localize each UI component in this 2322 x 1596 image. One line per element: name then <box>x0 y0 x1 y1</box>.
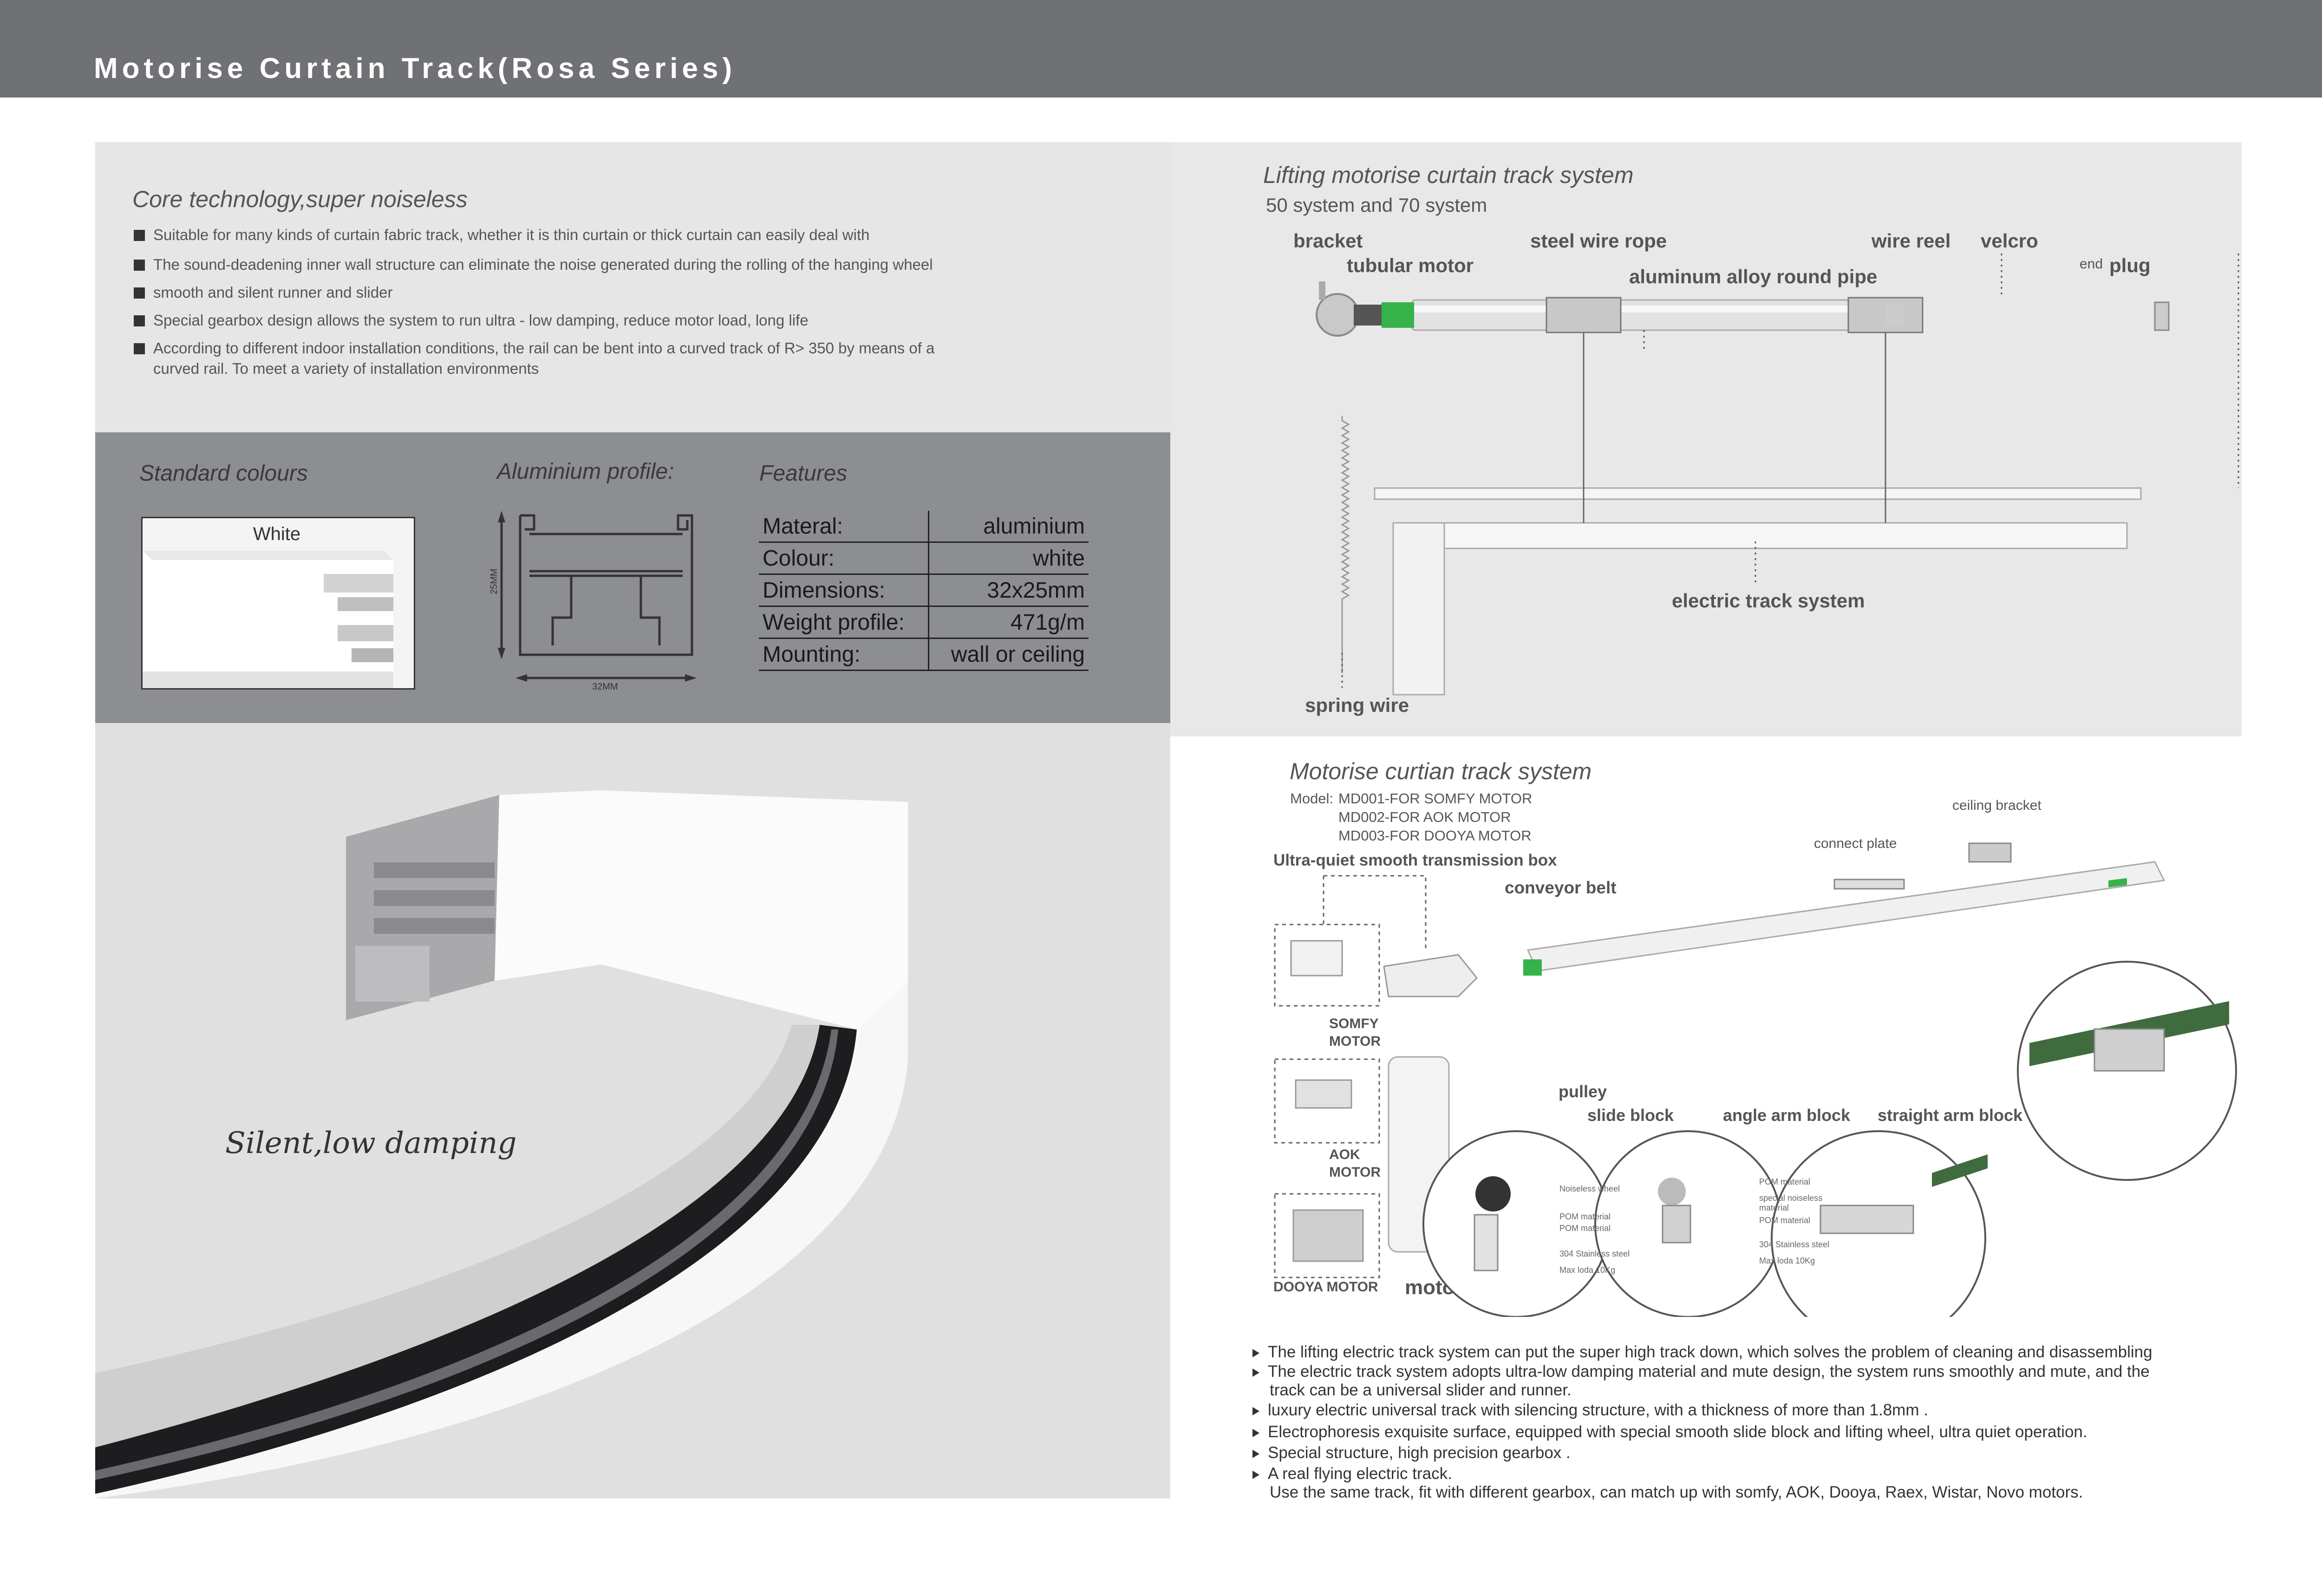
page-title: Motorise Curtain Track(Rosa Series) <box>94 52 737 85</box>
table-row: Weight profile:471g/m <box>759 606 1089 639</box>
profile-height-dimension: 25MM <box>489 568 499 594</box>
dimension-arrow-right <box>685 674 697 682</box>
label-spring-wire: spring wire <box>1305 694 1409 716</box>
callout-max-load: Max loda 10Kg <box>1759 1256 1815 1265</box>
label-somfy-motor: SOMFY MOTOR <box>1329 1016 1381 1049</box>
core-bullet: Suitable for many kinds of curtain fabri… <box>134 225 870 245</box>
core-technology-panel <box>95 142 1170 432</box>
colour-sample-box <box>141 517 415 690</box>
label-conveyor-belt: conveyor belt <box>1505 878 1617 897</box>
features-title: Features <box>759 461 848 486</box>
header-bar <box>0 0 2322 98</box>
model-md001: MD001-FOR SOMFY MOTOR <box>1338 790 1533 807</box>
label-dooya-motor: DOOYA MOTOR <box>1273 1279 1378 1295</box>
callout-pom-material: POM material <box>1559 1212 1611 1221</box>
white-profile-image <box>143 518 414 688</box>
note-item: luxury electric universal track with sil… <box>1252 1400 1928 1420</box>
label-pulley: pulley <box>1559 1082 1607 1101</box>
dimension-arrow-left <box>515 674 527 682</box>
lifting-subtitle: 50 system and 70 system <box>1266 194 1487 216</box>
label-angle-arm-block: angle arm block <box>1723 1106 1851 1125</box>
colour-sample-label: White <box>253 524 301 544</box>
note-item: Special structure, high precision gearbo… <box>1252 1443 1571 1463</box>
note-item: The electric track system adopts ultra-l… <box>1252 1361 2150 1382</box>
lifting-system-diagram <box>1316 254 2239 696</box>
core-bullet: smooth and silent runner and slider <box>134 282 392 303</box>
motorise-system-diagram <box>1274 842 2237 1317</box>
label-tubular-motor: tubular motor <box>1347 254 1474 276</box>
callout-pom-material: POM material <box>1759 1216 1811 1225</box>
callout-pom-material: POM material <box>1559 1224 1611 1233</box>
label-end: end <box>2080 256 2103 272</box>
note-item: A real flying electric track. <box>1252 1464 1452 1484</box>
core-bullet-continued: curved rail. To meet a variety of instal… <box>153 360 539 377</box>
callout-pom-material: POM material <box>1759 1177 1811 1186</box>
core-bullet: According to different indoor installati… <box>134 338 934 358</box>
model-md002: MD002-FOR AOK MOTOR <box>1338 809 1511 825</box>
curved-track-image <box>95 790 908 1498</box>
motorise-title: Motorise curtian track system <box>1290 758 1592 784</box>
dimension-arrow-down <box>498 648 505 659</box>
standard-colours-title: Standard colours <box>139 461 308 486</box>
render-caption: Silent,low damping <box>225 1126 517 1160</box>
dimension-arrow-up <box>498 511 505 522</box>
label-steel-wire-rope: steel wire rope <box>1530 230 1667 252</box>
note-item: Electrophoresis exquisite surface, equip… <box>1252 1422 2087 1442</box>
table-row: Materal:aluminium <box>759 511 1089 543</box>
curved-track-render <box>95 723 1170 1498</box>
callout-noiseless-wheel: Noiseless wheel <box>1559 1184 1620 1193</box>
aluminium-profile-title: Aluminium profile: <box>497 459 674 484</box>
lifting-title: Lifting motorise curtain track system <box>1263 162 1634 188</box>
label-bracket: bracket <box>1293 230 1363 252</box>
label-aluminum-pipe: aluminum alloy round pipe <box>1629 266 1878 287</box>
aluminium-profile-drawing: 25MM 32MM <box>489 511 697 692</box>
label-velcro: velcro <box>1981 230 2038 252</box>
core-bullet: Special gearbox design allows the system… <box>134 310 809 331</box>
label-plug: plug <box>2109 254 2151 276</box>
core-title: Core technology,super noiseless <box>132 186 468 212</box>
callout-max-load: Max loda 10Kg <box>1559 1265 1616 1275</box>
model-md003: MD003-FOR DOOYA MOTOR <box>1338 827 1532 844</box>
label-ceiling-bracket: ceiling bracket <box>1952 798 2042 813</box>
callout-noiseless-material: special noiseless material <box>1759 1193 1823 1212</box>
label-straight-arm-block: straight arm block <box>1878 1106 2023 1125</box>
label-aok-motor: AOK MOTOR <box>1329 1147 1381 1180</box>
profile-width-dimension: 32MM <box>592 682 618 692</box>
model-prefix: Model: <box>1290 790 1334 807</box>
features-table: Materal:aluminium Colour:white Dimension… <box>759 511 1089 671</box>
label-slide-block: slide block <box>1587 1106 1674 1125</box>
callout-stainless-steel: 304 Stainless steel <box>1559 1249 1630 1258</box>
note-item-continued: track can be a universal slider and runn… <box>1270 1381 1572 1399</box>
label-transmission-box: Ultra-quiet smooth transmission box <box>1273 851 1557 869</box>
note-item-continued: Use the same track, fit with different g… <box>1270 1483 2083 1501</box>
callout-stainless-steel: 304 Stainless steel <box>1759 1240 1830 1249</box>
label-connect-plate: connect plate <box>1814 836 1897 851</box>
label-electric-track: electric track system <box>1672 590 1865 612</box>
label-wire-reel: wire reel <box>1872 230 1951 252</box>
table-row: Mounting:wall or ceiling <box>759 638 1089 671</box>
table-row: Dimensions:32x25mm <box>759 574 1089 607</box>
table-row: Colour:white <box>759 542 1089 575</box>
core-bullet: The sound-deadening inner wall structure… <box>134 254 933 275</box>
note-item: The lifting electric track system can pu… <box>1252 1342 2152 1362</box>
